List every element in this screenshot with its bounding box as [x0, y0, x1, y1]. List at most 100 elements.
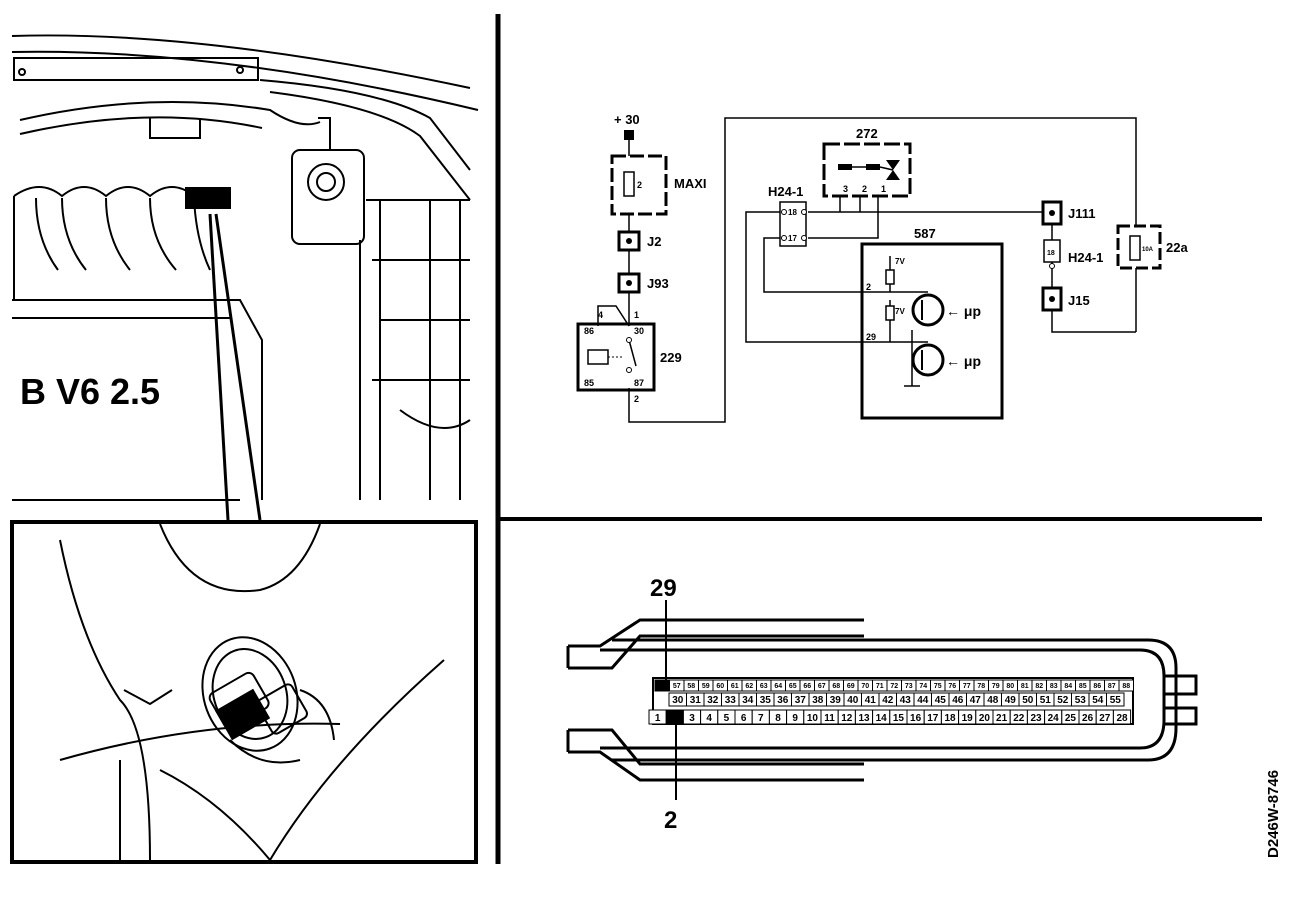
- top-row-pin-label: 83: [1050, 683, 1058, 690]
- mid-row-pin-label: 35: [760, 695, 772, 706]
- detail-inset-frame: [10, 520, 478, 864]
- ecu-voltage-1: 7V: [895, 257, 905, 266]
- top-row-pin-label: 58: [687, 683, 695, 690]
- relay-coil: [587, 349, 609, 365]
- bottom-row-pin-label: 12: [841, 713, 853, 724]
- callout-leader-right: [214, 213, 262, 521]
- top-row-pin-label: 87: [1108, 683, 1116, 690]
- mid-row-pin-label: 31: [690, 695, 702, 706]
- bottom-row-pin-label: 19: [962, 713, 974, 724]
- top-row-pin-label: 64: [774, 683, 782, 690]
- top-row-pin-label: 75: [934, 683, 942, 690]
- bottom-row-pin-label: 6: [741, 713, 747, 724]
- top-row-pin-label: 88: [1122, 683, 1130, 690]
- fuse-22a-element: [1129, 235, 1141, 261]
- top-row-pin-label: 69: [847, 683, 855, 690]
- top-row-pin-label: 65: [789, 683, 797, 690]
- bottom-row-pin-label: 25: [1065, 713, 1077, 724]
- callout-2: 2: [664, 807, 677, 834]
- mid-row-pin-label: 53: [1075, 695, 1087, 706]
- bottom-row-pin-label: 10: [807, 713, 819, 724]
- bottom-row-pin-cell: [1112, 709, 1132, 725]
- j111-label: J111: [1068, 206, 1096, 221]
- top-row-pin-label: 85: [1079, 683, 1087, 690]
- ecu-pin-2: 2: [866, 282, 871, 292]
- top-row-pin-label: 67: [818, 683, 826, 690]
- component-272-pin-2: 2: [862, 184, 867, 194]
- top-row-pin-label: 71: [876, 683, 884, 690]
- ecu-pin-29: 29: [866, 332, 876, 342]
- callout-29: 29: [650, 575, 677, 602]
- mid-row-pin-label: 41: [865, 695, 877, 706]
- mid-row-pin-label: 55: [1110, 695, 1122, 706]
- top-row-pin-label: 61: [731, 683, 739, 690]
- mid-row-pin-label: 51: [1040, 695, 1052, 706]
- top-row-pin-label: 82: [1035, 683, 1043, 690]
- top-row-pin-label: 76: [948, 683, 956, 690]
- h24-right-connector: [1043, 239, 1061, 263]
- mid-row-pin-label: 36: [777, 695, 789, 706]
- mid-row-pin-cell: [1106, 692, 1125, 707]
- detail-inset-illustration: [59, 523, 445, 861]
- top-row-pin-label: 81: [1021, 683, 1029, 690]
- mid-row-pin-label: 37: [795, 695, 807, 706]
- mid-row-pin-label: 52: [1057, 695, 1069, 706]
- top-row-pin-label: 66: [803, 683, 811, 690]
- component-272-pin-3: 3: [843, 184, 848, 194]
- bottom-row-pin-label: 5: [724, 713, 730, 724]
- bottom-row-pin-label: 23: [1030, 713, 1042, 724]
- relay-229-label: 229: [660, 350, 682, 365]
- bottom-row-pin-label: 8: [775, 713, 781, 724]
- bottom-row-pin-label: 27: [1099, 713, 1111, 724]
- bottom-row-pin-label: 14: [876, 713, 888, 724]
- maxi-fuse-box: [610, 154, 668, 216]
- relay-pin-bottom: 2: [634, 394, 639, 404]
- mid-row-pin-label: 40: [847, 695, 859, 706]
- bottom-row-pin-label: 4: [706, 713, 712, 724]
- connector-housing: [566, 618, 1198, 782]
- h24-right-pin: 18: [1047, 250, 1055, 257]
- ecu-voltage-2: 7V: [895, 307, 905, 316]
- top-row-pin-label: 70: [861, 683, 869, 690]
- j93-label: J93: [647, 276, 669, 291]
- transistor-2: [911, 343, 945, 377]
- maxi-fuse-element: [623, 171, 635, 197]
- top-row-pin-label: 78: [977, 683, 985, 690]
- top-row-pin-label: 59: [702, 683, 710, 690]
- bottom-row-pin-label: 20: [979, 713, 991, 724]
- supply-terminal: [624, 130, 634, 140]
- bottom-row-pin-label: 11: [824, 713, 835, 724]
- relay-pin-85: 85: [584, 378, 594, 388]
- h24-left-label: H24-1: [768, 184, 803, 199]
- top-row-pin-cell: [1118, 679, 1134, 692]
- mid-row-pin-label: 50: [1022, 695, 1034, 706]
- bottom-row-pin-label: 15: [893, 713, 905, 724]
- relay-pin-top: 1: [634, 310, 639, 320]
- engine-cover-badge: B V6 2.5: [20, 371, 160, 412]
- component-272-box: [822, 142, 912, 198]
- top-row-pin-label: 68: [832, 683, 840, 690]
- mid-row-pin-label: 34: [742, 695, 754, 706]
- bottom-row-pin-label: 9: [792, 713, 798, 724]
- component-272-label: 272: [856, 126, 878, 141]
- mid-row-pin-label: 49: [1005, 695, 1017, 706]
- h24-right-label: H24-1: [1068, 250, 1103, 265]
- bottom-row-pin-label: 13: [858, 713, 870, 724]
- circuit-wires: [597, 117, 1137, 423]
- drawing-id: D246W-8746: [1265, 770, 1282, 858]
- fuse-22a-label: 22a: [1166, 240, 1188, 255]
- fuse-22a-rating: 10A: [1142, 247, 1154, 253]
- ecu-micro-1: ← μp: [946, 303, 981, 319]
- component-272-pin-1: 1: [881, 184, 886, 194]
- j2-label: J2: [647, 234, 661, 249]
- fuse-22a-box: [1116, 224, 1162, 270]
- mid-row-pin-label: 43: [900, 695, 912, 706]
- bottom-row-pin-label: 21: [996, 713, 1008, 724]
- ecu-internal-circuit: [864, 256, 928, 387]
- bottom-row-pin-label: 18: [944, 713, 956, 724]
- maxi-label: MAXI: [674, 176, 707, 191]
- top-row-pin-label: 84: [1064, 683, 1072, 690]
- mid-row-pin-label: 39: [830, 695, 842, 706]
- ecu-587-label: 587: [914, 226, 936, 241]
- mid-row-pin-label: 45: [935, 695, 947, 706]
